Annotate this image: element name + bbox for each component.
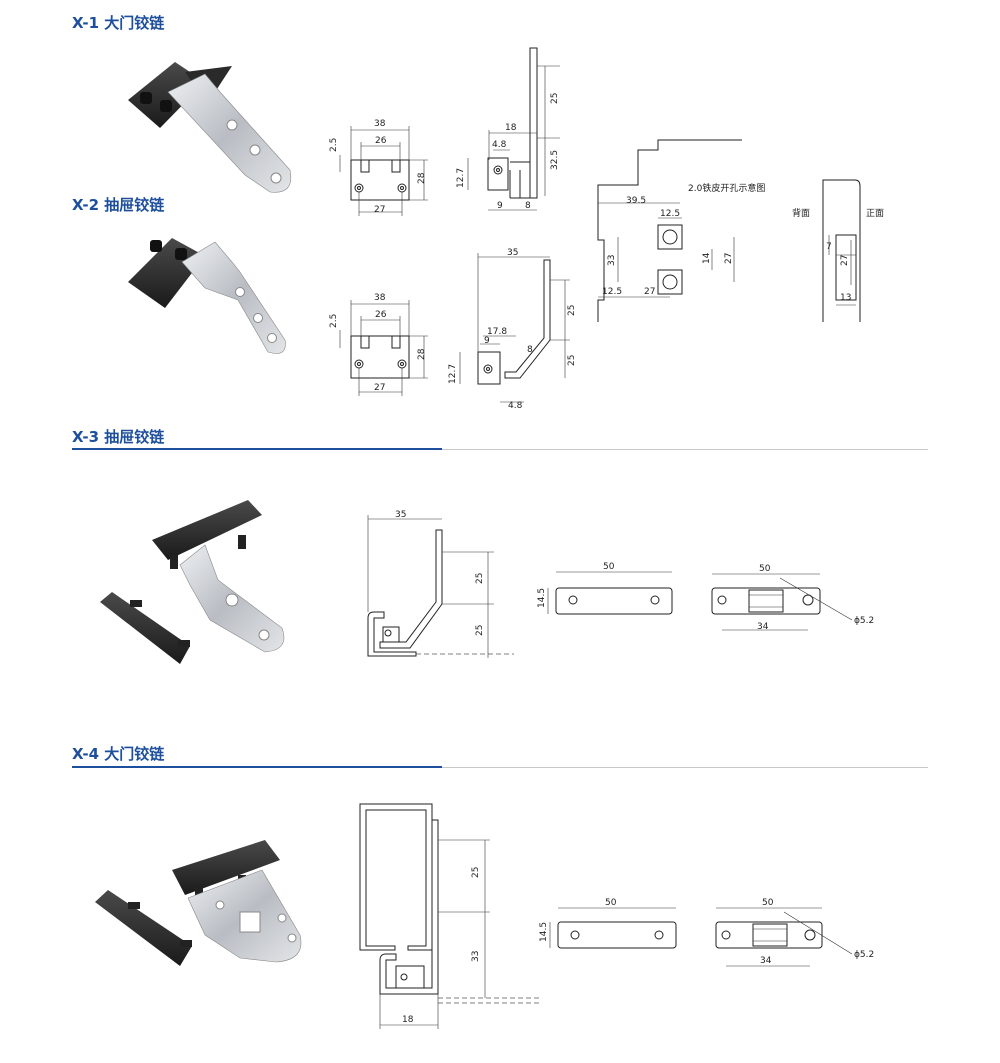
x1-side-drawing: 18 4.8 12.7 9 8 25 32.5 xyxy=(456,47,560,211)
x3-hinge-photo xyxy=(100,500,285,664)
section-divider-x4 xyxy=(72,766,928,768)
x4-plate-drawing: 50 14.5 xyxy=(539,898,677,949)
x1-front-drawing: 38 26 27 28 2.5 xyxy=(329,119,428,216)
dim-x2-width: 38 xyxy=(374,293,386,303)
dim-x1-a: 9 xyxy=(497,201,503,211)
x2-hinge-photo xyxy=(128,238,286,354)
x3-side-drawing: 35 25 25 xyxy=(367,510,514,658)
cutout-title: 2.0铁皮开孔示意图 xyxy=(688,182,765,194)
dim-x2-width: 35 xyxy=(507,248,518,258)
dim-x1-height: 28 xyxy=(417,172,427,184)
dim-x2-c: 8 xyxy=(527,345,533,355)
dim-cutout-w: 39.5 xyxy=(626,196,646,206)
dim-x2-hole: 27 xyxy=(374,383,385,393)
dim-x2-l: 25 xyxy=(567,355,577,366)
dim-x1-d1: 4.8 xyxy=(492,140,507,150)
dim-x2-height: 28 xyxy=(417,348,427,360)
section-title-x2: X-2 抽屉铰链 xyxy=(72,196,165,214)
dim-x1-arm: 18 xyxy=(505,123,517,133)
dim-x1-l: 32.5 xyxy=(550,150,560,170)
dim-x3-plate2-hs: 34 xyxy=(757,622,769,632)
cutout-diagram: 2.0铁皮开孔示意图 39.5 12.5 33 14 27 12.5 27 xyxy=(597,139,765,322)
dim-x4-plate2-w: 50 xyxy=(762,898,774,908)
dim-x4-u: 25 xyxy=(471,867,481,878)
dim-cutout-h: 33 xyxy=(607,255,617,266)
dim-cutout-l: 12.5 xyxy=(602,287,622,297)
dim-x2-h: 12.7 xyxy=(448,364,458,384)
section-title-x3: X-3 抽屉铰链 xyxy=(72,428,165,446)
dim-x1-h: 12.7 xyxy=(456,168,466,188)
dim-x4-plate2-dia: ϕ5.2 xyxy=(854,950,874,960)
x4-side-drawing: 25 33 18 xyxy=(359,803,540,1029)
dim-x2-u: 25 xyxy=(567,305,577,316)
dim-x4-plate-w: 50 xyxy=(605,898,617,908)
dim-cutout-gap: 14 xyxy=(702,252,712,264)
x2-side-drawing: 35 17.8 9 8 12.7 4.8 25 25 xyxy=(448,248,577,411)
dim-x3-w: 35 xyxy=(395,510,406,520)
label-back: 背面 xyxy=(792,207,810,219)
dim-x2-d: 4.8 xyxy=(508,401,523,411)
dim-x4-w: 18 xyxy=(402,1015,414,1025)
dim-x1-inner: 26 xyxy=(375,136,387,146)
section-divider-x3 xyxy=(72,448,928,450)
section-title-x1: X-1 大门铰链 xyxy=(72,14,165,32)
dim-x4-plate2-hs: 34 xyxy=(760,956,772,966)
dim-x4-l: 33 xyxy=(471,951,481,962)
dim-x3-plate-w: 50 xyxy=(603,562,615,572)
x2-front-drawing: 38 26 27 28 2.5 xyxy=(329,293,428,396)
dim-side-a: 7 xyxy=(826,242,832,252)
dim-x3-plate-h: 14.5 xyxy=(537,588,547,608)
label-front: 正面 xyxy=(866,208,884,219)
dim-x1-hole: 27 xyxy=(374,205,385,215)
panel-side-view: 背面 正面 7 27 13 xyxy=(792,179,884,322)
dim-x1-offset: 2.5 xyxy=(329,138,339,152)
dim-cutout-t: 27 xyxy=(724,253,734,264)
dim-x1-width: 38 xyxy=(374,119,386,129)
dim-x2-inner: 26 xyxy=(375,310,387,320)
x1-hinge-photo xyxy=(128,62,292,193)
dim-x2-b: 9 xyxy=(484,336,490,346)
dim-x2-a: 17.8 xyxy=(487,327,507,337)
dim-side-b: 27 xyxy=(840,255,850,266)
dim-x3-u: 25 xyxy=(475,573,485,584)
dim-cutout-dia: 12.5 xyxy=(660,209,680,219)
x4-plate2-drawing: 50 34 ϕ5.2 xyxy=(715,898,874,967)
dim-x4-plate-h: 14.5 xyxy=(539,922,549,942)
dim-x3-l: 25 xyxy=(475,625,485,636)
dim-x1-b: 8 xyxy=(525,201,531,211)
dim-x2-offset: 2.5 xyxy=(329,314,339,328)
dim-x3-plate2-dia: ϕ5.2 xyxy=(854,616,874,626)
x4-hinge-photo xyxy=(95,840,302,966)
dim-side-c: 13 xyxy=(840,293,851,303)
dim-x1-u: 25 xyxy=(550,93,560,104)
section-title-x4: X-4 大门铰链 xyxy=(72,745,165,763)
dim-x3-plate2-w: 50 xyxy=(759,564,771,574)
x3-plate-drawing: 50 14.5 xyxy=(537,562,673,615)
x3-plate2-drawing: 50 34 ϕ5.2 xyxy=(711,564,874,632)
dim-cutout-m: 27 xyxy=(644,287,655,297)
